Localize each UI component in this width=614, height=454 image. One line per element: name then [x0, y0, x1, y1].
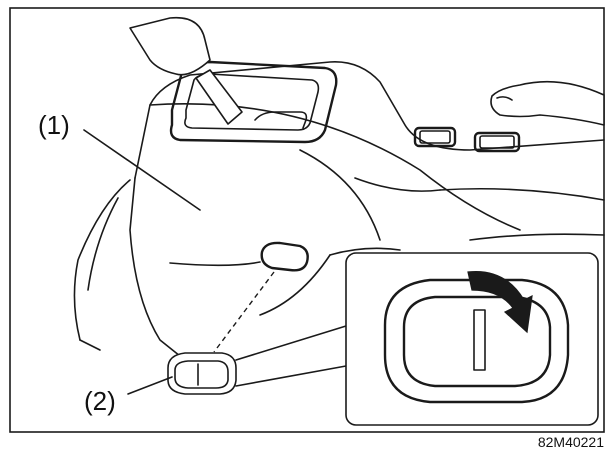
zoom-inset: [235, 252, 599, 426]
rotate-clockwise-arrow-icon: [467, 270, 533, 334]
callout-part2: (2): [84, 386, 116, 416]
leader-line-part1: [83, 129, 201, 211]
console-drawing: [73, 16, 605, 395]
leader-line-part2: [127, 376, 173, 395]
callout-part1: (1): [38, 110, 70, 140]
figure-code: 82M40221: [538, 434, 604, 450]
guide-dashed-line: [213, 271, 275, 353]
